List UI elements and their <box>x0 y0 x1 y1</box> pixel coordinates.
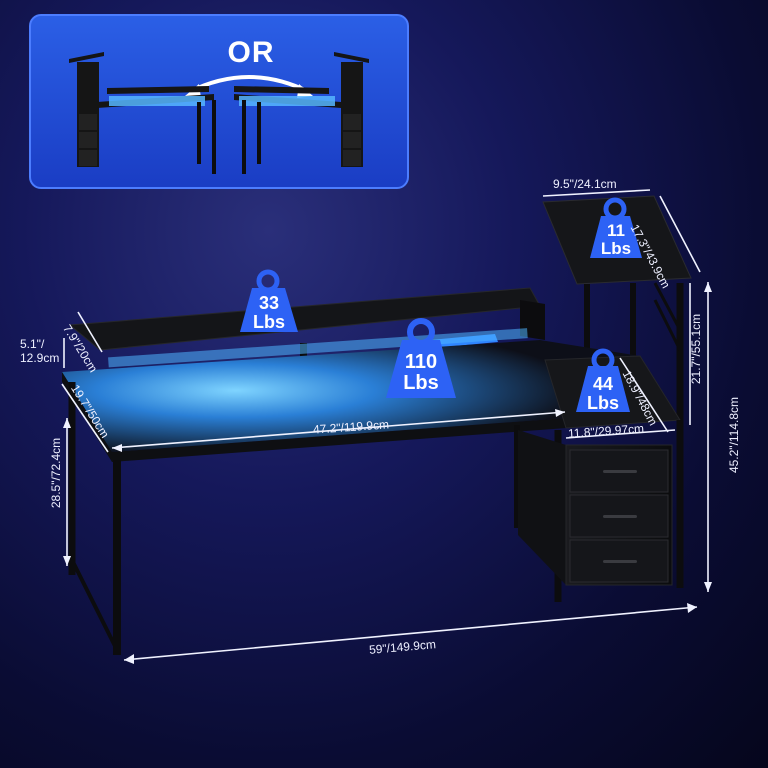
led-strip <box>108 328 528 368</box>
configuration-inset: OR <box>29 14 409 189</box>
dim-monitor-shelf-height: 5.1"/ 12.9cm <box>20 337 60 366</box>
weight-badge-top-shelf <box>590 197 642 258</box>
left-configuration-desk <box>69 52 216 174</box>
dim-desk-height: 28.5"/72.4cm <box>49 437 63 509</box>
dimension-lines <box>61 189 709 661</box>
dim-tower-height: 21.7"/55.1cm <box>689 313 703 385</box>
desktop-surface <box>62 340 640 452</box>
configuration-illustrations <box>69 52 369 174</box>
or-label: OR <box>227 36 275 69</box>
weight-badge-monitor-shelf <box>240 269 298 332</box>
weight-badge-desktop <box>386 318 456 398</box>
weight-badge-cabinet <box>576 348 630 412</box>
dim-total-height: 45.2"/114.8cm <box>727 396 741 474</box>
right-configuration-desk <box>234 52 369 174</box>
dim-top-shelf-width: 9.5"/24.1cm <box>553 177 617 191</box>
drawer-cabinet <box>518 430 673 586</box>
